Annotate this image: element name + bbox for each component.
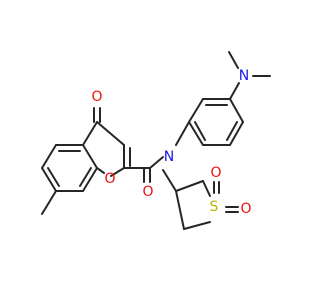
ketone-oxygen-label: O: [91, 89, 102, 105]
atom-label-dimethylamino-nitrogen: N: [239, 68, 249, 84]
amide-nitrogen-label: N: [164, 149, 174, 165]
sulfur-label: S: [210, 199, 219, 215]
dimethylamino-nitrogen-label: N: [239, 68, 249, 84]
amide-oxygen-label: O: [142, 184, 153, 200]
atom-label-ring-oxygen: O: [104, 171, 115, 187]
atom-label-sulfur: S: [210, 199, 219, 215]
amide-group: [123, 156, 164, 183]
sulfone-oxygen-right-label: O: [240, 201, 251, 217]
sulfolane-ring: [162, 169, 239, 230]
pyranone-ring: [82, 107, 131, 177]
atom-label-sulfone-oxygen-top: O: [210, 165, 221, 181]
chemical-structure-diagram: O O O N N S O O: [41, 51, 271, 230]
methyl-bond-7: [41, 190, 57, 215]
dimethylaminobenzyl-group: [175, 51, 271, 146]
benzene-ring-of-chromone: [41, 144, 98, 192]
ring-oxygen-label: O: [104, 171, 115, 187]
atom-label-amide-oxygen: O: [142, 184, 153, 200]
atom-label-ketone-oxygen: O: [91, 89, 102, 105]
atom-label-sulfone-oxygen-right: O: [240, 201, 251, 217]
atom-label-amide-nitrogen: N: [164, 149, 174, 165]
sulfone-oxygen-top-label: O: [210, 165, 221, 181]
